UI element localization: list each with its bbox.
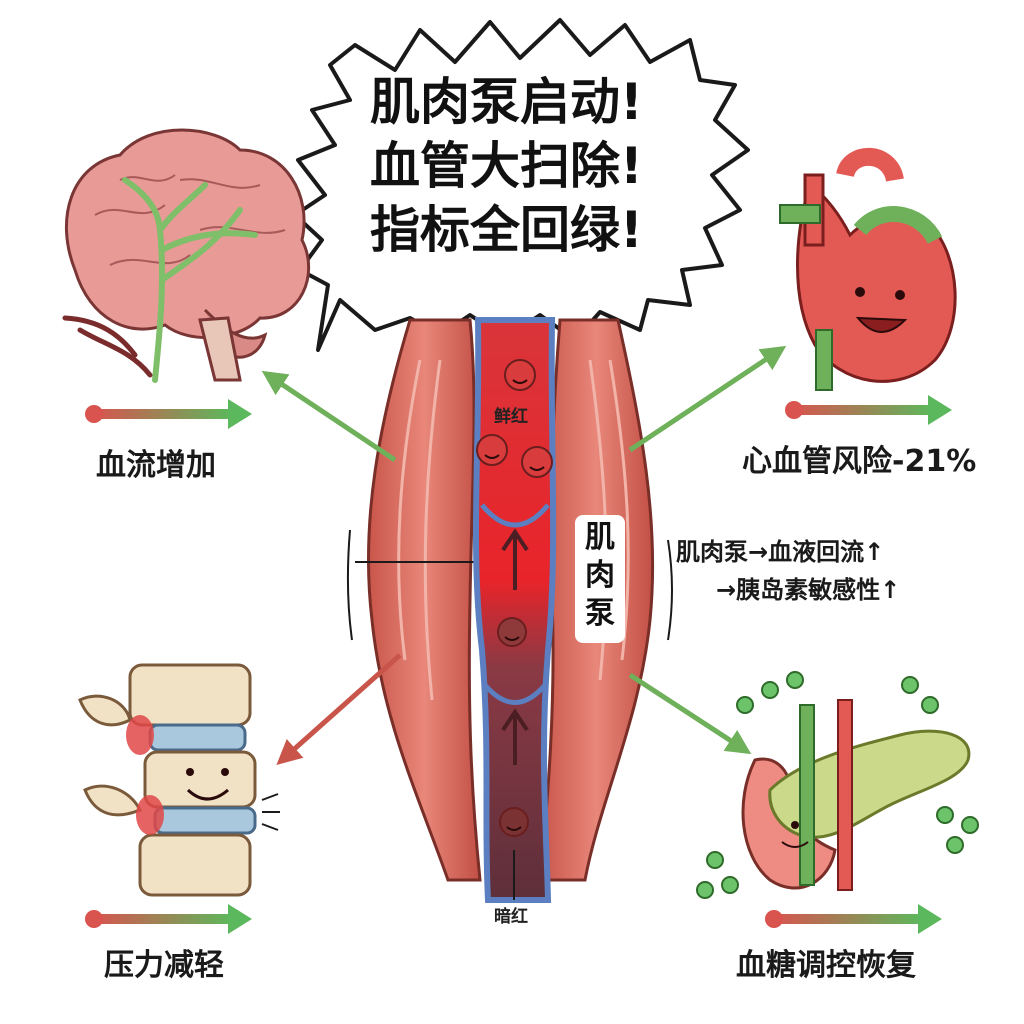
headline-line-3: 指标全回绿! xyxy=(370,201,643,259)
nerve-vessels xyxy=(122,177,258,383)
mechanism-line-1: 肌肉泵→血液回流↑ xyxy=(676,538,885,566)
red-blood-cell-icon xyxy=(476,359,553,837)
effect-blood-flow: 血流增加 xyxy=(96,448,216,483)
molecule-icon xyxy=(696,671,979,899)
effect-arrows xyxy=(261,345,787,765)
spine-icon xyxy=(78,663,280,897)
headline-line-2: 血管大扫除! xyxy=(370,137,643,195)
pancreas-icon xyxy=(696,671,979,899)
pump-char-3: 泵 xyxy=(585,596,615,631)
effect-cardio-risk: 心血管风险-21% xyxy=(742,444,977,479)
brain-icon xyxy=(62,128,311,383)
indicator-bars xyxy=(85,395,952,934)
valve xyxy=(480,503,550,528)
oxygenated-tag: 鲜红 xyxy=(494,407,528,427)
effect-glucose: 血糖调控恢复 xyxy=(736,948,916,983)
effect-pressure: 压力减轻 xyxy=(104,948,224,983)
headline-line-1: 肌肉泵启动! xyxy=(370,73,643,131)
flow-arrow xyxy=(501,528,529,765)
mechanism-line-2: →胰岛素敏感性↑ xyxy=(716,576,901,604)
pump-char-2: 肉 xyxy=(585,558,615,593)
valve xyxy=(483,683,547,705)
heart-icon xyxy=(779,147,957,391)
blood-vessel xyxy=(472,317,557,903)
headline: 肌肉泵启动! 血管大扫除! 指标全回绿! xyxy=(370,70,690,262)
deoxygenated-tag: 暗红 xyxy=(494,907,528,927)
pump-char-1: 肌 xyxy=(585,520,615,555)
muscle-pump-label: 肌 肉 泵 xyxy=(575,515,625,643)
